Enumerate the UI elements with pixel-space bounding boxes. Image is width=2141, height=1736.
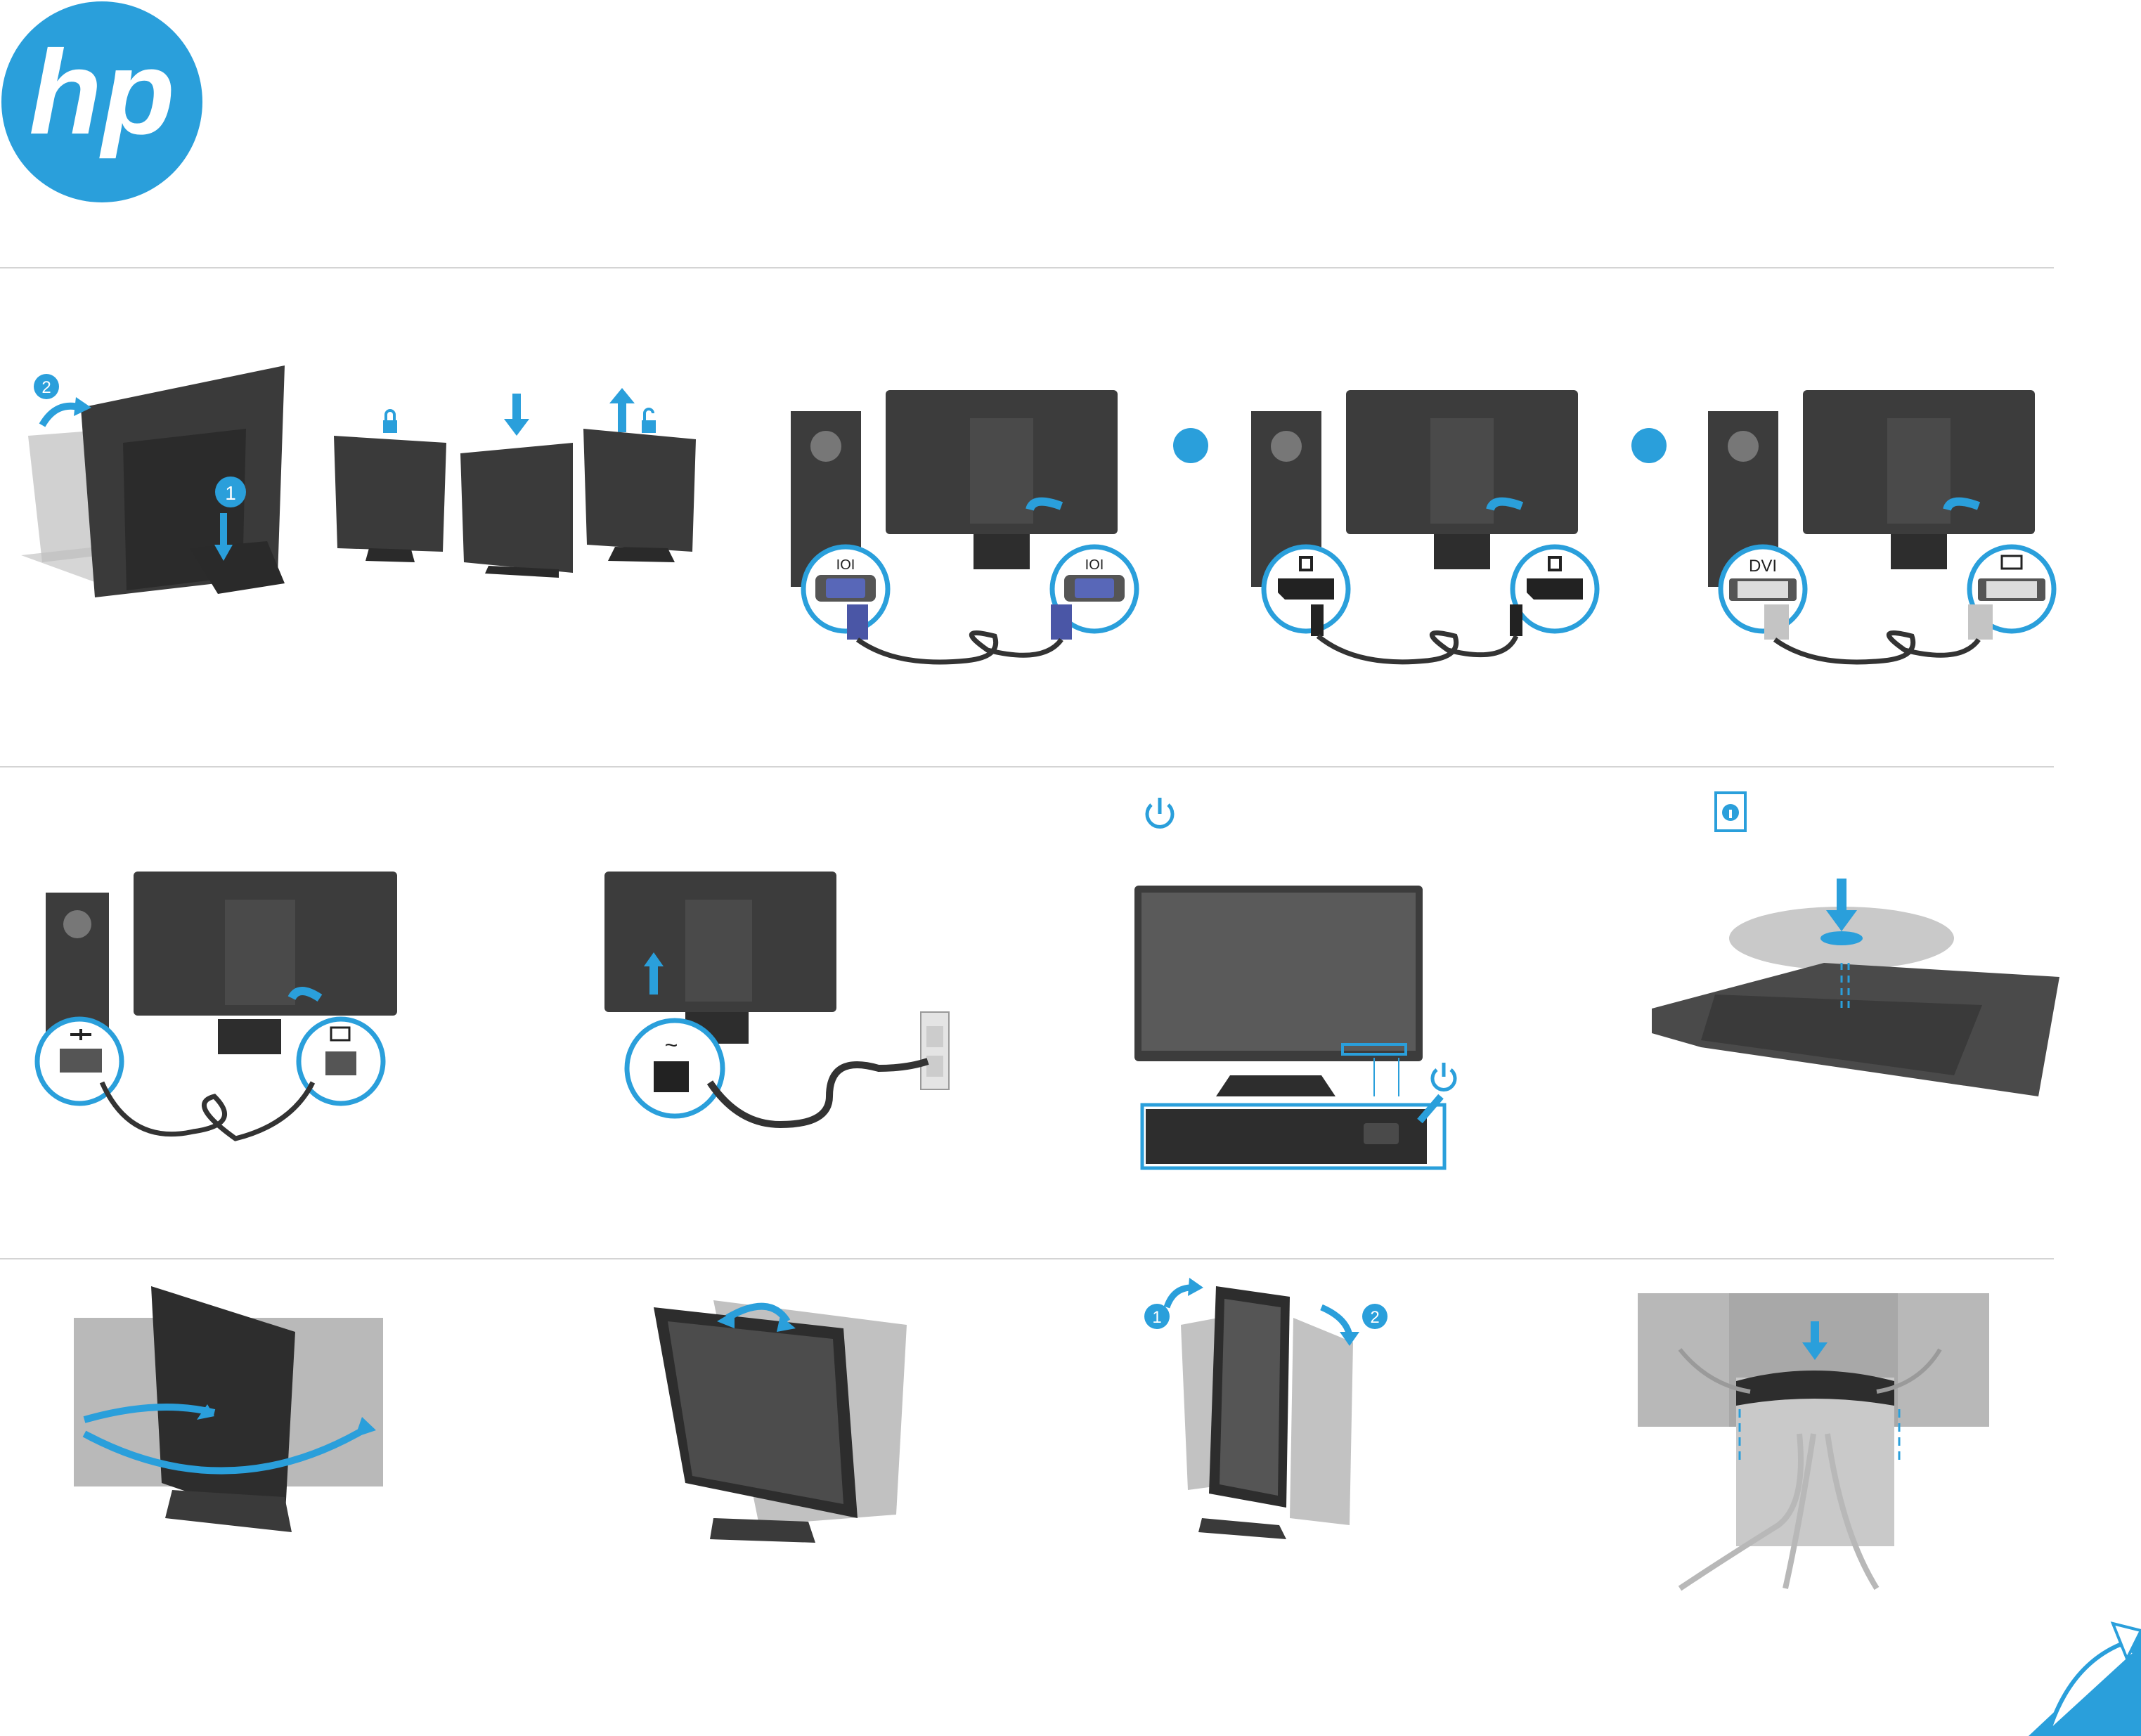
lock-icon: [383, 409, 397, 433]
power-button-icon: [1430, 1063, 1457, 1092]
info-icon-header: [1714, 791, 1747, 832]
step-badge-2: 2: [34, 374, 59, 399]
dvi-connection-illustration: DVI: [1708, 390, 2057, 665]
computer-icon: [330, 1026, 351, 1042]
svg-text:2: 2: [41, 378, 51, 397]
option-dot-1: [1173, 428, 1208, 463]
section-divider-bottom: [0, 1258, 2054, 1259]
dvi-port-label: DVI: [1749, 557, 1777, 576]
section-divider-middle: [0, 766, 2054, 767]
power-cable-illustration: ~: [604, 872, 950, 1129]
hp-logo-text: hp: [29, 26, 175, 160]
svg-text:2: 2: [1370, 1308, 1379, 1327]
displayport-icon: [1548, 556, 1562, 571]
step-badge-1: 1: [1144, 1304, 1170, 1329]
pivot-illustration: 1 2: [1144, 1278, 1388, 1539]
attach-stand-illustration: 1 2: [21, 365, 285, 597]
displayport-icon: [1299, 556, 1313, 571]
vga-connection-illustration: IOI IOI: [791, 390, 1139, 665]
vga-port-label-pc: IOI: [836, 557, 855, 573]
step-badge-1: 1: [215, 477, 246, 507]
displayport-connection-illustration: [1251, 390, 1600, 665]
vga-port-label-monitor: IOI: [1085, 557, 1104, 573]
step-badge-2: 2: [1362, 1304, 1388, 1329]
power-on-illustration: [1134, 886, 1457, 1170]
cable-management-illustration: [1638, 1293, 1989, 1591]
hp-logo: hp: [1, 1, 202, 202]
usb-icon: [70, 1029, 91, 1040]
usb-connection-illustration: [34, 872, 397, 1141]
dvi-monitor-icon: [2000, 555, 2023, 570]
svg-text:1: 1: [1152, 1308, 1161, 1327]
ac-power-symbol: ~: [665, 1032, 678, 1058]
install-cd-illustration: [1652, 879, 2059, 1096]
page-turn-icon[interactable]: [2029, 1602, 2141, 1736]
svg-text:1: 1: [225, 482, 236, 504]
option-dot-2: [1631, 428, 1667, 463]
section-divider-top: [0, 267, 2054, 268]
lock-release-illustration: [334, 388, 696, 578]
swivel-illustration: [74, 1286, 383, 1532]
unlock-icon: [642, 408, 656, 433]
tilt-illustration: [654, 1300, 907, 1543]
power-icon-header: [1145, 798, 1175, 829]
